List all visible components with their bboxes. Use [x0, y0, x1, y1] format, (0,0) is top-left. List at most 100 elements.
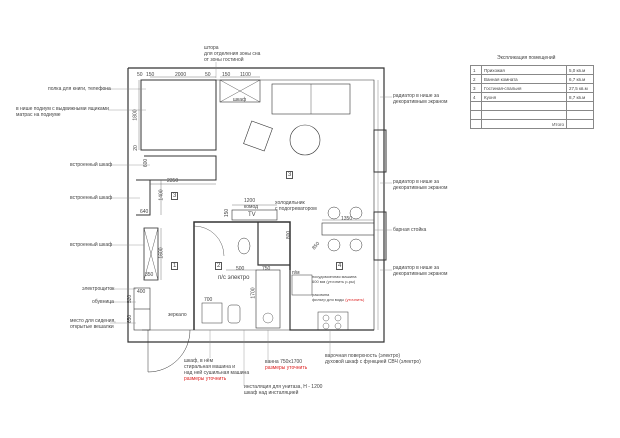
note-line: радиатор в нише за: [393, 93, 439, 99]
dimension: 2000: [175, 72, 187, 78]
dimension: 150: [146, 72, 155, 78]
tv-label: TV: [248, 212, 256, 218]
shelf-note: полка для книги, телефона: [48, 86, 111, 92]
dimension: 1200: [244, 198, 256, 204]
cell: 3: [470, 83, 482, 93]
curtain-note: штора для отделения зоны сна от зоны гос…: [204, 45, 260, 63]
room-number: 1: [171, 262, 179, 270]
dimension: 800: [286, 230, 293, 240]
dimension: 20: [132, 145, 139, 151]
dimension: 600: [143, 158, 150, 168]
note-line-red: размеры уточнить: [184, 376, 227, 382]
table-row: [470, 110, 594, 120]
dimension: 500: [236, 266, 245, 272]
note-line: холодильник: [275, 200, 305, 206]
note-line: ванна 750x1700: [265, 359, 303, 365]
radiator-note: радиатор в нише за декоративным экраном: [393, 179, 447, 191]
dimension: 1700: [250, 287, 257, 299]
cell: Кухня: [481, 92, 567, 102]
cell: 5,0 кв.м: [566, 65, 594, 75]
note-line: шкаф, в нём: [184, 358, 214, 364]
note-line: варочная поверхность (электро): [325, 353, 401, 359]
note-line: декоративным экраном: [393, 99, 448, 105]
panel-note: электрощиток: [82, 286, 115, 292]
note-line: раковина: [312, 292, 330, 297]
filter-red-text: (уточнить): [345, 297, 365, 302]
room-number: 4: [336, 262, 344, 270]
bar-counter: [321, 222, 375, 236]
note-line: матрас на подиуме: [16, 112, 61, 118]
table-row: Итого: [470, 119, 594, 129]
cell: Гостиная-спальня: [481, 83, 567, 93]
sink-note: раковина фильтр для воды (уточнить): [312, 292, 364, 302]
note-line: посудомоечная машина: [312, 274, 357, 279]
filter-text: фильтр для воды: [312, 297, 345, 302]
note-line: радиатор в нише за: [393, 179, 439, 185]
wardrobe: [219, 79, 261, 103]
dimension: 150: [222, 72, 231, 78]
round-table: [289, 124, 321, 156]
room-number: 3: [286, 171, 294, 179]
note-line: с подогреватором: [275, 206, 317, 212]
note-line: в нише подиум с выдвижными ящиками: [16, 106, 109, 112]
room-number: 3: [171, 192, 179, 200]
cell: Итого: [481, 119, 567, 129]
dimension: 750: [262, 266, 271, 272]
dimension: 1350: [341, 216, 353, 222]
note-line-red: размеры уточнить: [265, 365, 308, 371]
note-line: стиральная машина и: [184, 364, 236, 370]
mirror-note: зеркало: [168, 312, 187, 318]
riser-label: п/с электро: [218, 275, 250, 281]
washer-note: шкаф, в нём стиральная машина и над ней …: [184, 358, 249, 382]
note-line: радиатор в нише за: [393, 265, 439, 271]
cell: Ванная комната: [481, 74, 567, 84]
wardrobe-label: шкаф: [233, 97, 247, 103]
cell: 1: [470, 65, 482, 75]
shoes-note: обувница: [92, 299, 114, 305]
room-number: 2: [215, 262, 223, 270]
dimension: 400: [137, 289, 146, 295]
cell: 8,7 кв.м: [566, 92, 594, 102]
bath-note: ванна 750x1700 размеры уточнить: [265, 359, 307, 371]
radiator-note: радиатор в нише за декоративным экраном: [393, 265, 447, 277]
podium-note: в нише подиум с выдвижными ящиками матра…: [16, 106, 109, 118]
cell: Прихожая: [481, 65, 567, 75]
cell: [566, 110, 594, 120]
builtin-wardrobe-note: встроенный шкаф: [70, 195, 113, 201]
dimension: 1600: [158, 247, 165, 259]
dimension: 650: [127, 314, 134, 324]
bathtub: [255, 269, 281, 329]
builtin-wardrobe-note: встроенный шкаф: [70, 242, 113, 248]
hob-note: варочная поверхность (электро) духовой ш…: [325, 353, 421, 365]
note-line: декоративным экраном: [393, 271, 448, 277]
note-line: открытые вешалки: [70, 324, 114, 330]
dishwasher-tag: п/м: [292, 270, 300, 276]
note-line: штора: [204, 45, 219, 51]
radiator-note: радиатор в нише за декоративным экраном: [393, 93, 447, 105]
cell: [481, 110, 567, 120]
dimension: 640: [140, 209, 149, 215]
dimension: 520: [127, 294, 134, 304]
dimension: 50: [205, 72, 211, 78]
cell: 2: [470, 74, 482, 84]
cell: [481, 101, 567, 111]
fridge-note: холодильник с подогреватором: [275, 200, 317, 212]
cell: [470, 119, 482, 129]
install-note: инсталяция для унитаза, Н - 1200 шкаф на…: [244, 384, 322, 396]
note-line: фильтр для воды (уточнить): [312, 297, 364, 302]
note-line: 600 мм (уточнить р-ры): [312, 279, 356, 284]
dimension: 50: [137, 72, 143, 78]
dimension: 350: [145, 272, 154, 278]
cell: [566, 101, 594, 111]
note-line: шкаф над инсталяцией: [244, 390, 299, 396]
dresser: [231, 209, 278, 221]
note-line: инсталяция для унитаза, Н - 1200: [244, 384, 323, 390]
dimension: 1800: [132, 109, 139, 121]
dresser-label: комод: [244, 204, 259, 210]
bar-note: барная стойка: [393, 227, 427, 233]
